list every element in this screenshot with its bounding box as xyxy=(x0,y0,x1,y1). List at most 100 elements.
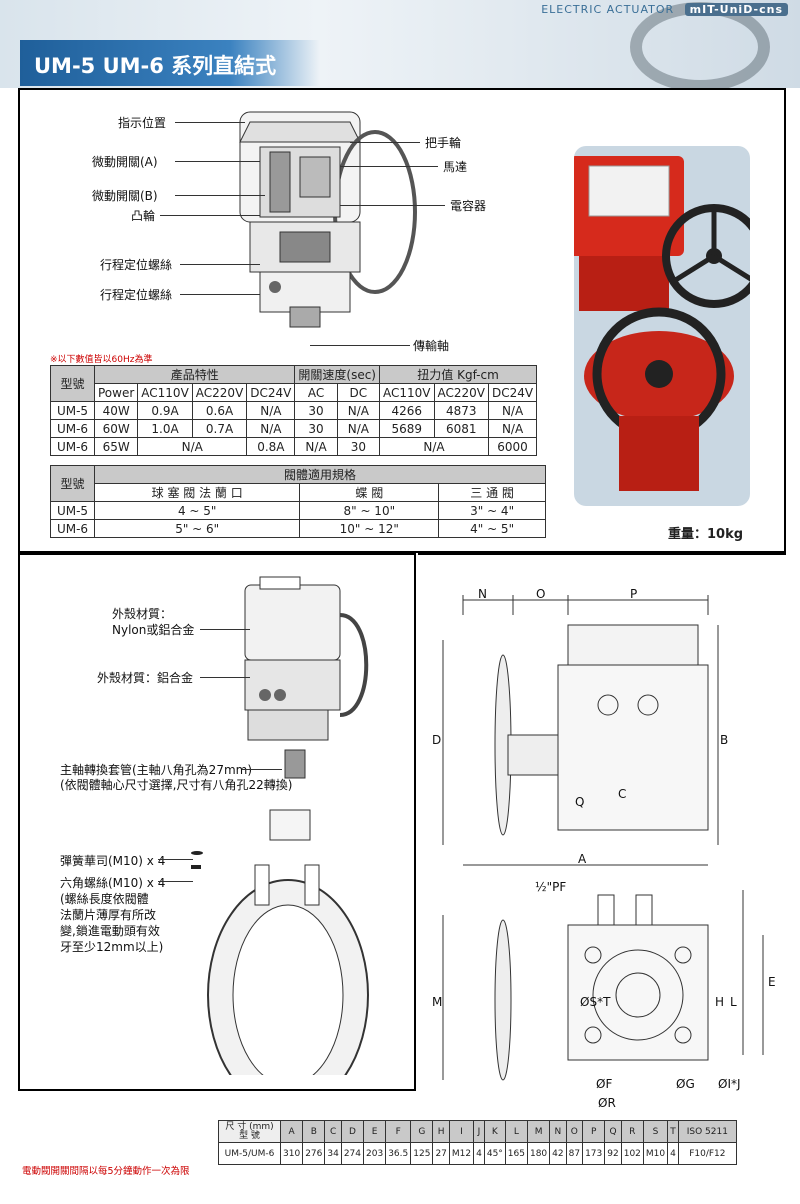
valve-sub-header: 三 通 閥 xyxy=(438,483,546,502)
table-cell: 30 xyxy=(336,437,381,456)
valve-sub-header: 蝶 閥 xyxy=(299,483,440,502)
table-cell: 1.0A xyxy=(137,419,193,438)
table-cell: 276 xyxy=(302,1142,326,1165)
table-cell: 10" ~ 12" xyxy=(299,519,440,538)
dim-col-header: J xyxy=(473,1120,485,1143)
table-cell: 4" ~ 5" xyxy=(438,519,546,538)
table-cell: 92 xyxy=(604,1142,622,1165)
dim-col-header: Q xyxy=(604,1120,622,1143)
spec-note: ※以下數值皆以60Hz為準 xyxy=(50,355,153,365)
table-cell: UM-6 xyxy=(50,437,95,456)
actuator-cutaway-drawing xyxy=(239,111,417,328)
valve-sub-header: 球 塞 閥 法 蘭 口 xyxy=(93,483,301,502)
dim-label-n: N xyxy=(478,587,487,601)
table-cell: N/A xyxy=(294,437,338,456)
product-photo-panel xyxy=(574,146,750,506)
brand-text: ELECTRIC ACTUATOR xyxy=(541,3,675,16)
table-cell: 180 xyxy=(526,1142,551,1165)
table-cell: UM-6 xyxy=(50,519,95,538)
table-row: UM-5 40W 0.9A 0.6A N/A 30 N/A 4266 4873 … xyxy=(50,401,538,420)
label-spring-washer: 彈簧華司(M10) x 4 xyxy=(60,854,166,868)
table-cell: N/A xyxy=(246,401,296,420)
table-cell: N/A xyxy=(487,401,538,420)
table-cell: M10 xyxy=(642,1142,669,1165)
table-row: UM-5/UM-6 310 276 34 274 203 36.5 125 27… xyxy=(218,1142,737,1165)
dim-col-header: L xyxy=(504,1120,528,1143)
table-cell: UM-6 xyxy=(50,419,95,438)
table-cell: N/A xyxy=(336,401,381,420)
actuator-photo xyxy=(574,156,750,491)
table-cell: UM-5 xyxy=(50,501,95,520)
dim-label-c: C xyxy=(618,787,627,801)
table-cell: 45° xyxy=(483,1142,506,1165)
label-handwheel: 把手輪 xyxy=(425,136,462,150)
table-cell: 165 xyxy=(504,1142,528,1165)
dim-corner-top: 尺 寸 xyxy=(225,1121,247,1132)
table-cell: 30 xyxy=(294,419,338,438)
dim-corner: 尺 寸 (mm) 型 號 xyxy=(218,1120,281,1143)
dim-label-a: A xyxy=(578,852,587,866)
dim-col-header: O xyxy=(565,1120,584,1143)
dim-col-header: M xyxy=(526,1120,551,1143)
dim-label-q: Q xyxy=(575,795,585,809)
table-cell: 6081 xyxy=(433,419,489,438)
table-cell: 3" ~ 4" xyxy=(438,501,546,520)
table-cell: 36.5 xyxy=(385,1142,412,1165)
spec-group-speed: 開關速度(sec) xyxy=(294,365,380,384)
dim-label-f: ØF xyxy=(596,1077,613,1091)
table-cell: 60W xyxy=(93,419,139,438)
table-cell: 274 xyxy=(340,1142,365,1165)
dim-label-ij: ØI*J xyxy=(718,1077,741,1091)
spec-sub-header: AC110V xyxy=(379,383,435,402)
label-bolt-note-2: 法蘭片薄厚有所改 xyxy=(60,908,157,922)
dim-col-header: T xyxy=(667,1120,679,1143)
dim-col-header: P xyxy=(582,1120,606,1143)
dimension-table: 尺 寸 (mm) 型 號 A B C D E F G H I J K L M N… xyxy=(218,1120,737,1165)
table-cell: 310 xyxy=(279,1142,304,1165)
table-cell: 4 xyxy=(473,1142,485,1165)
table-row: UM-5 4 ~ 5" 8" ~ 10" 3" ~ 4" xyxy=(50,501,546,520)
dim-col-header: B xyxy=(302,1120,326,1143)
spec-group-product: 產品特性 xyxy=(93,365,296,384)
spec-sub-header: AC110V xyxy=(137,383,193,402)
dim-label-o: O xyxy=(536,587,546,601)
label-microswitch-b: 微動開關(B) xyxy=(92,189,158,203)
dim-col-header: F xyxy=(385,1120,412,1143)
dim-col-header: D xyxy=(340,1120,365,1143)
valve-model-header: 型號 xyxy=(50,465,95,502)
page-title: UM-5 UM-6 系列直結式 xyxy=(20,40,320,86)
table-cell: 0.7A xyxy=(191,419,248,438)
spec-group-torque: 扭力值 Kgf-cm xyxy=(378,365,538,384)
label-shaft-sleeve: 主軸轉換套管(主軸八角孔為27mm) xyxy=(60,763,253,777)
assembly-panel: 外殼材質： Nylon或鋁合金 外殼材質：鋁合金 主軸轉換套管(主軸八角孔為27… xyxy=(18,553,416,1091)
label-cam: 凸輪 xyxy=(131,209,156,223)
table-cell: 5689 xyxy=(379,419,435,438)
table-cell: 65W xyxy=(93,437,139,456)
table-cell: 125 xyxy=(410,1142,434,1165)
table-cell: 0.8A xyxy=(246,437,296,456)
table-cell: F10/F12 xyxy=(677,1142,737,1165)
dim-label-e: E xyxy=(768,975,776,989)
dim-col-header: N xyxy=(549,1120,567,1143)
table-cell: 30 xyxy=(294,401,338,420)
label-bolt-note-3: 變,鎖進電動頭有效 xyxy=(60,924,160,938)
table-cell: 0.9A xyxy=(137,401,193,420)
label-indicator: 指示位置 xyxy=(118,116,167,130)
dim-corner-bottom: 型 號 xyxy=(239,1130,260,1141)
bottom-note: 電動閥開關間隔以每5分鐘動作一次為限 xyxy=(22,1166,190,1177)
table-cell: 102 xyxy=(620,1142,644,1165)
table-cell: 0.6A xyxy=(191,401,248,420)
label-microswitch-a: 微動開關(A) xyxy=(92,155,158,169)
header-banner: ELECTRIC ACTUATOR mIT-UniD-cns UM-5 UM-6… xyxy=(0,0,800,92)
brand-logo: mIT-UniD-cns xyxy=(684,3,788,16)
table-cell: 5" ~ 6" xyxy=(93,519,301,538)
table-cell: N/A xyxy=(137,437,248,456)
dim-col-header: C xyxy=(324,1120,342,1143)
table-cell: N/A xyxy=(379,437,489,456)
label-housing-nylon: Nylon或鋁合金 xyxy=(112,623,195,637)
spec-panel: 指示位置 微動開關(A) 微動開關(B) 凸輪 行程定位螺絲 行程定位螺絲 把手… xyxy=(18,88,786,553)
dim-label-b: B xyxy=(720,733,729,747)
dim-label-g: ØG xyxy=(676,1077,695,1091)
label-bolt-note-4: 牙至少12mm以上) xyxy=(60,940,164,954)
table-cell: 4 xyxy=(667,1142,679,1165)
